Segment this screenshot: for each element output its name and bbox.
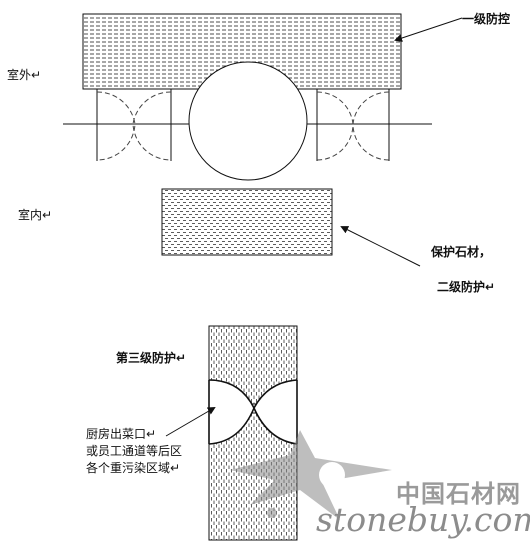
revolving-door: [188, 61, 308, 181]
label-protective-stone: 保护石材，: [431, 245, 492, 259]
label-kitchen-line1: 厨房出菜口↵: [86, 427, 157, 441]
level3-doors: [208, 379, 298, 445]
left-door: [96, 89, 172, 161]
watermark-en: stonebuy.com: [316, 500, 530, 539]
label-kitchen-area: 厨房出菜口↵ 或员工通道等后区 各个重污染区域↵: [86, 426, 206, 477]
watermark-logo-icon: [230, 430, 392, 520]
label-level2: 二级防护↵: [437, 280, 496, 294]
label-level1: 一级防控: [462, 12, 511, 26]
watermark-cn: 中国石材网: [396, 480, 521, 508]
level2-mat: [161, 188, 333, 256]
right-door: [316, 89, 390, 161]
arrow-level1: [394, 17, 463, 42]
label-level3: 第三级防护↵: [116, 351, 187, 365]
arrow-level2: [340, 226, 421, 267]
label-indoor: 室内↵: [18, 208, 53, 222]
label-kitchen-line2: 或员工通道等后区: [86, 444, 183, 458]
label-outdoor: 室外↵: [7, 68, 42, 82]
label-kitchen-line3: 各个重污染区域↵: [86, 461, 181, 475]
arrow-level3: [165, 406, 216, 437]
